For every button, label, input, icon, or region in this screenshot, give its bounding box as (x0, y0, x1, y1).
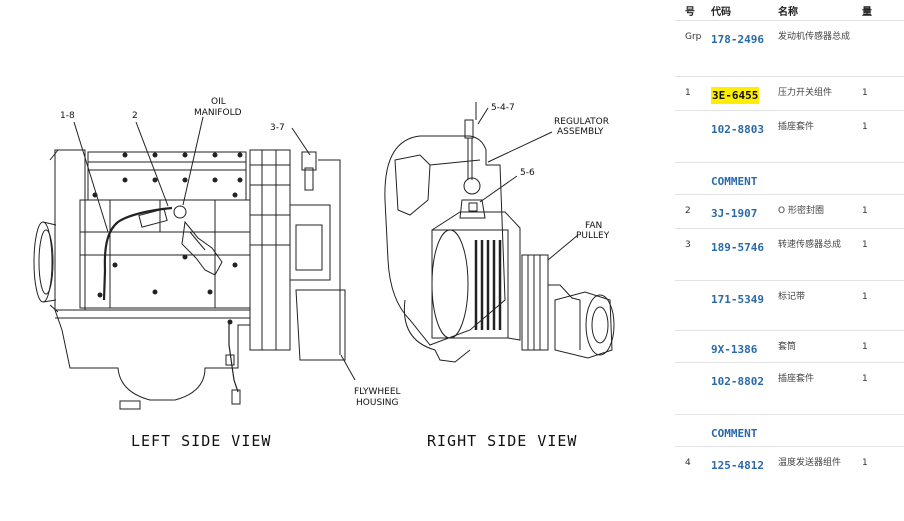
part-code-link[interactable]: 171-5349 (711, 293, 764, 306)
parts-table-header-row: 号 代码 名称 量 (675, 0, 904, 21)
part-code-link[interactable]: 3J-1907 (711, 207, 758, 220)
part-code-cell: 9X-1386 (711, 330, 778, 363)
part-name: 套筒 (778, 330, 862, 363)
part-quantity: 1 (862, 76, 904, 111)
part-quantity (862, 20, 904, 77)
regulator-assembly-label-line1: REGULATOR (554, 117, 609, 127)
part-code-link[interactable]: 102-8802 (711, 375, 764, 388)
part-code-link[interactable]: 9X-1386 (711, 343, 758, 356)
callout-5-4-7: 5-4-7 (491, 103, 515, 113)
part-code-link[interactable]: 102-8803 (711, 123, 764, 136)
left-side-view-title: LEFT SIDE VIEW (131, 432, 271, 450)
part-item-number (675, 110, 711, 163)
oil-manifold-label-line2: MANIFOLD (194, 108, 242, 118)
part-name: 发动机传感器总成 (778, 20, 862, 77)
callout-3-7: 3-7 (270, 123, 285, 133)
part-code-cell: 102-8803 (711, 110, 778, 163)
part-item-number (675, 330, 711, 363)
oil-manifold-label-line1: OIL (211, 97, 226, 107)
part-name: 转速传感器总成 (778, 228, 862, 281)
part-name (778, 414, 862, 447)
part-item-number: Grp (675, 20, 711, 77)
part-quantity: 1 (862, 446, 904, 502)
part-quantity: 1 (862, 228, 904, 281)
part-item-number: 2 (675, 194, 711, 229)
part-code-cell: 178-2496 (711, 20, 778, 77)
part-code-link[interactable]: COMMENT (711, 175, 758, 188)
part-code-link[interactable]: COMMENT (711, 427, 758, 440)
part-quantity (862, 414, 904, 447)
part-name: 温度发送器组件 (778, 446, 862, 502)
right-side-view-title: RIGHT SIDE VIEW (427, 432, 577, 450)
part-item-number (675, 414, 711, 447)
part-item-number: 4 (675, 446, 711, 502)
part-quantity (862, 162, 904, 195)
part-code-cell: 3E-6455 (711, 76, 778, 111)
part-name: 压力开关组件 (778, 76, 862, 111)
part-code-cell: COMMENT (711, 414, 778, 447)
regulator-assembly-label-line2: ASSEMBLY (557, 127, 604, 137)
header-code: 代码 (711, 6, 731, 18)
part-name: 插座套件 (778, 110, 862, 163)
fan-pulley-label-line2: PULLEY (576, 231, 610, 241)
callout-5-6: 5-6 (520, 168, 535, 178)
right-side-engine-drawing (384, 102, 615, 363)
part-name: 插座套件 (778, 362, 862, 415)
flywheel-housing-label-line1: FLYWHEEL (354, 387, 401, 397)
part-quantity: 1 (862, 330, 904, 363)
part-item-number: 3 (675, 228, 711, 281)
header-name: 名称 (778, 6, 798, 18)
part-item-number (675, 362, 711, 415)
parts-row: COMMENT (675, 162, 904, 195)
part-code-cell: 189-5746 (711, 228, 778, 281)
part-code-cell: COMMENT (711, 162, 778, 195)
part-code-link[interactable]: 189-5746 (711, 241, 764, 254)
part-name: O 形密封圈 (778, 194, 862, 229)
part-quantity: 1 (862, 280, 904, 331)
part-name (778, 162, 862, 195)
part-item-number (675, 162, 711, 195)
part-item-number (675, 280, 711, 331)
header-number: 号 (685, 6, 695, 18)
fan-pulley-label-line1: FAN (585, 221, 602, 231)
flywheel-housing-label-line2: HOUSING (356, 398, 399, 408)
part-code-link[interactable]: 3E-6455 (711, 87, 760, 104)
part-quantity: 1 (862, 110, 904, 163)
left-side-engine-drawing (33, 116, 356, 410)
part-code-cell: 125-4812 (711, 446, 778, 502)
part-code-cell: 171-5349 (711, 280, 778, 331)
part-code-link[interactable]: 125-4812 (711, 459, 764, 472)
callout-2: 2 (132, 111, 138, 121)
part-quantity: 1 (862, 194, 904, 229)
callout-1-8: 1-8 (60, 111, 75, 121)
parts-row: COMMENT (675, 414, 904, 447)
part-item-number: 1 (675, 76, 711, 111)
part-quantity: 1 (862, 362, 904, 415)
header-quantity: 量 (862, 6, 872, 18)
part-code-link[interactable]: 178-2496 (711, 33, 764, 46)
part-code-cell: 102-8802 (711, 362, 778, 415)
part-name: 标记带 (778, 280, 862, 331)
part-code-cell: 3J-1907 (711, 194, 778, 229)
engine-parts-diagram: 1-8 2 OIL MANIFOLD 3-7 5-4-7 REGULATOR A… (33, 97, 615, 450)
